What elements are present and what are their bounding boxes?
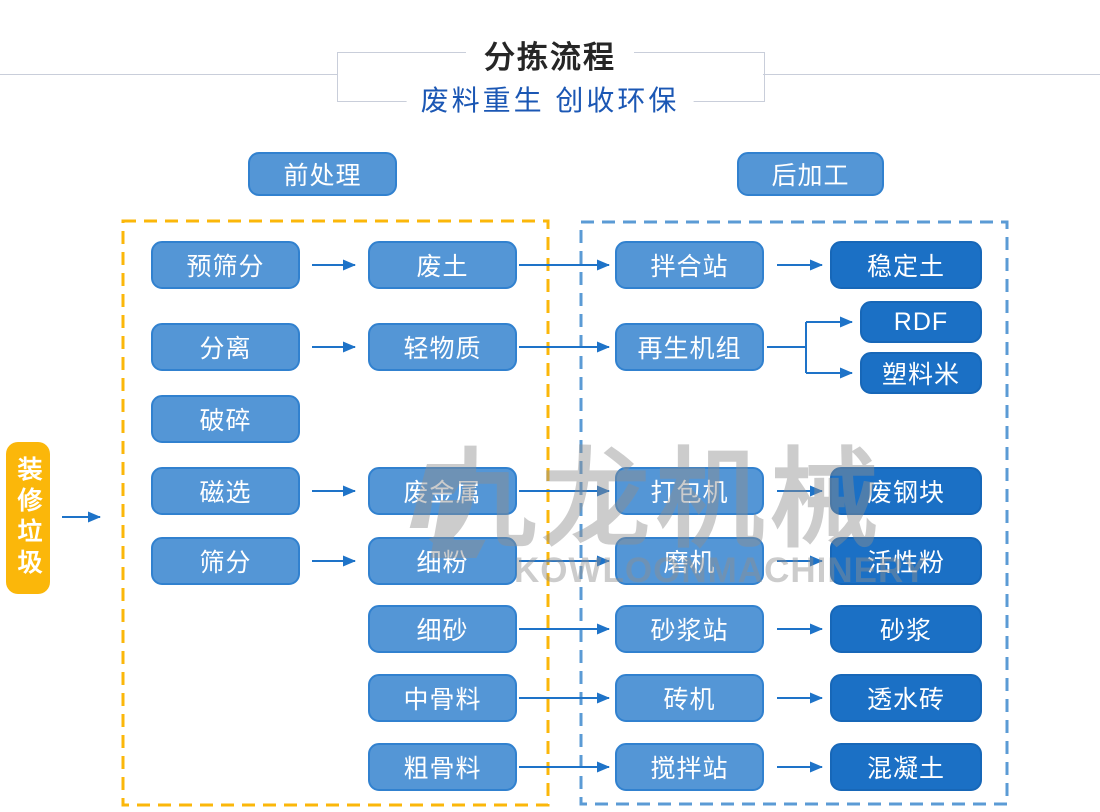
node-pre-sifting: 预筛分 xyxy=(151,241,300,289)
node-permeable-brick: 透水砖 xyxy=(830,674,982,722)
node-plastic-pellet: 塑料米 xyxy=(860,352,982,394)
pre-processing-region xyxy=(121,219,550,807)
node-stabilized-soil: 稳定土 xyxy=(830,241,982,289)
title-frame-line-right xyxy=(763,74,1100,75)
node-coarse-aggregate: 粗骨料 xyxy=(368,743,517,791)
node-separation: 分离 xyxy=(151,323,300,371)
node-fine-sand: 细砂 xyxy=(368,605,517,653)
node-concrete-station: 搅拌站 xyxy=(615,743,764,791)
page-subtitle: 废料重生 创收环保 xyxy=(406,85,694,117)
node-mortar: 砂浆 xyxy=(830,605,982,653)
stage-header-pre-processing: 前处理 xyxy=(248,152,397,196)
node-mixing-station: 拌合站 xyxy=(615,241,764,289)
node-brick-machine: 砖机 xyxy=(615,674,764,722)
node-fine-powder: 细粉 xyxy=(368,537,517,585)
node-source-renovation-waste: 装修垃圾 xyxy=(6,442,50,594)
title-frame-line-left xyxy=(0,74,337,75)
node-mortar-station: 砂浆站 xyxy=(615,605,764,653)
node-active-powder: 活性粉 xyxy=(830,537,982,585)
node-crushing: 破碎 xyxy=(151,395,300,443)
stage-header-post-processing: 后加工 xyxy=(737,152,884,196)
node-concrete: 混凝土 xyxy=(830,743,982,791)
node-baler: 打包机 xyxy=(615,467,764,515)
node-screening: 筛分 xyxy=(151,537,300,585)
node-magnetic-sep: 磁选 xyxy=(151,467,300,515)
node-rdf: RDF xyxy=(860,301,982,343)
page-title: 分拣流程 xyxy=(466,40,634,76)
node-mill: 磨机 xyxy=(615,537,764,585)
node-scrap-steel: 废钢块 xyxy=(830,467,982,515)
node-medium-aggregate: 中骨料 xyxy=(368,674,517,722)
node-light-material: 轻物质 xyxy=(368,323,517,371)
node-regen-unit: 再生机组 xyxy=(615,323,764,371)
node-waste-soil: 废土 xyxy=(368,241,517,289)
node-scrap-metal: 废金属 xyxy=(368,467,517,515)
post-processing-region xyxy=(579,220,1009,806)
